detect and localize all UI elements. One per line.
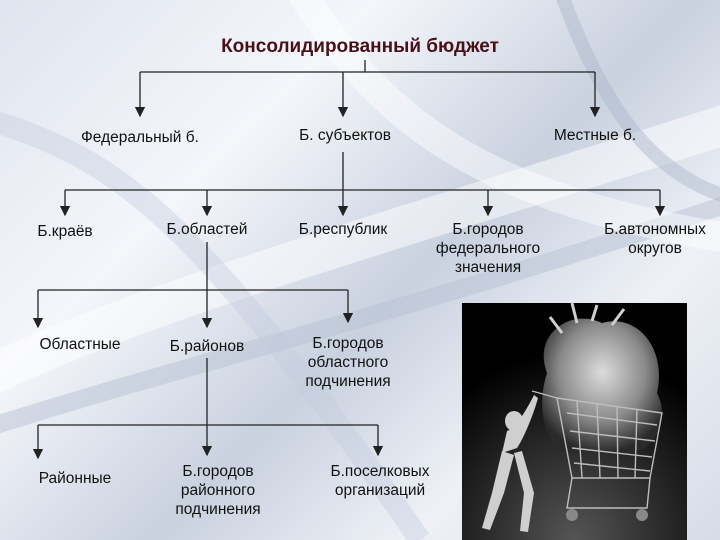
node-respubliki: Б.республик xyxy=(298,221,388,238)
person-pushing-shopping-cart-image xyxy=(462,303,687,540)
node-subjects-budget: Б. субъектов xyxy=(299,127,391,144)
shopping-cart-photo xyxy=(462,303,687,540)
diagram-title: Консолидированный бюджет xyxy=(221,36,499,57)
node-krai: Б.краёв xyxy=(37,223,93,240)
node-rayonnye: Районные xyxy=(38,470,112,487)
node-rayon-cities: Б.городов районного подчинения xyxy=(175,463,261,518)
node-federal-cities: Б.городов федерального значения xyxy=(435,221,541,276)
node-settlements: Б.поселковых организаций xyxy=(330,463,430,499)
node-local-budget: Местные б. xyxy=(553,127,637,144)
node-oblastnye: Областные xyxy=(39,336,121,353)
node-autonomous-okrugs: Б.автономных округов xyxy=(604,221,706,257)
node-federal-budget: Федеральный б. xyxy=(81,129,199,146)
node-oblast-cities: Б.городов областного подчинения xyxy=(305,335,391,390)
node-oblasti: Б.областей xyxy=(166,221,248,238)
node-rayony: Б.районов xyxy=(169,338,245,355)
